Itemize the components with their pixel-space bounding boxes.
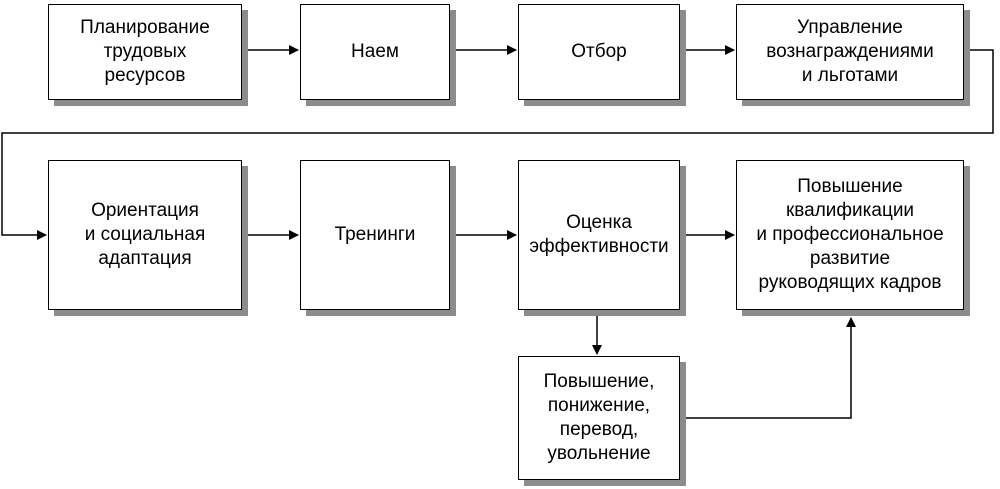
box-evaluation: Оценка эффективности xyxy=(518,160,680,310)
box-planning: Планирование трудовых ресурсов xyxy=(48,4,242,100)
box-personnel-moves-label: Повышение, понижение, перевод, увольнени… xyxy=(543,371,655,464)
box-planning-label: Планирование трудовых ресурсов xyxy=(80,17,210,86)
box-training: Тренинги xyxy=(300,160,450,310)
box-orientation: Ориентация и социальная адаптация xyxy=(48,160,242,310)
box-selection-label: Отбор xyxy=(571,41,627,62)
box-hiring: Наем xyxy=(300,4,450,100)
box-rewards: Управление вознаграждениями и льготами xyxy=(736,4,964,100)
box-orientation-label: Ориентация и социальная адаптация xyxy=(84,200,206,269)
box-personnel-moves: Повышение, понижение, перевод, увольнени… xyxy=(518,356,680,480)
box-development-label: Повышение квалификации и профессионально… xyxy=(756,176,944,293)
box-selection: Отбор xyxy=(518,4,680,100)
box-development: Повышение квалификации и профессионально… xyxy=(736,160,964,310)
arrow-personnel-moves-to-development xyxy=(686,317,856,419)
box-hiring-label: Наем xyxy=(351,41,399,62)
box-rewards-label: Управление вознаграждениями и льготами xyxy=(766,17,934,86)
arrow-rewards-to-orientation xyxy=(1,49,994,240)
box-evaluation-label: Оценка эффективности xyxy=(529,212,669,257)
box-training-label: Тренинги xyxy=(334,224,416,245)
